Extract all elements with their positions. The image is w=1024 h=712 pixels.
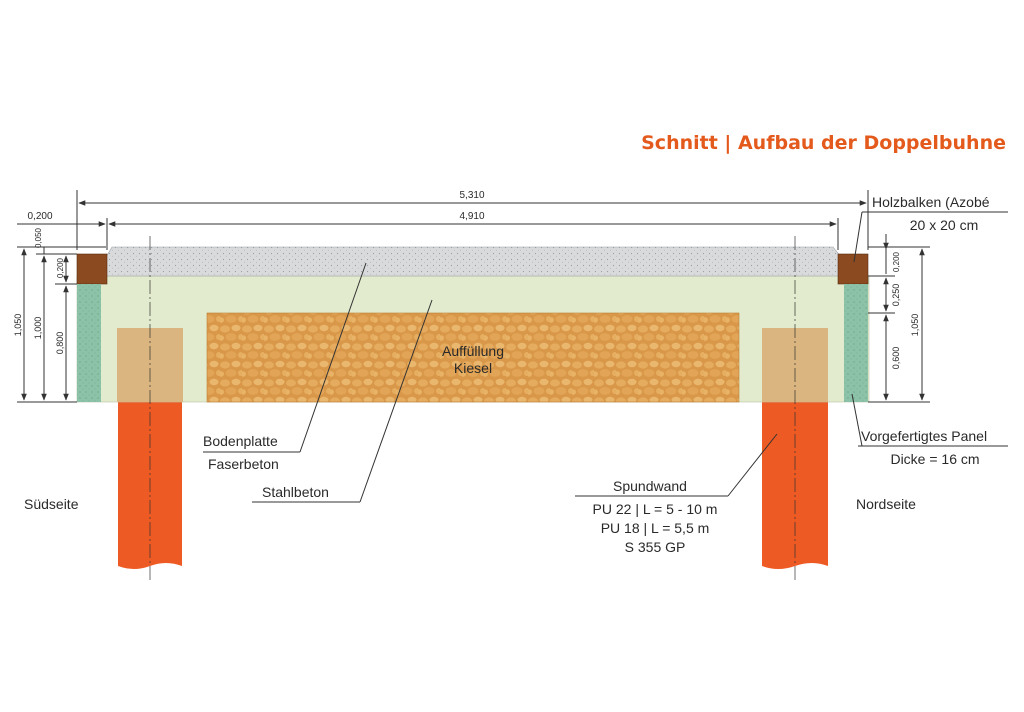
precast-panel-north (844, 284, 868, 402)
dim-right-total: 1,050 (910, 314, 920, 337)
precast-panel-south (77, 284, 101, 402)
dim-left-top: 0,050 (34, 227, 43, 248)
callout-stahlbeton: Stahlbeton (262, 484, 329, 500)
dim-left-mid: 1,000 (33, 317, 43, 340)
callout-panel-1: Vorgefertigtes Panel (861, 428, 987, 444)
side-label-north: Nordseite (856, 496, 916, 512)
callout-holzbalken-2: 20 x 20 cm (910, 217, 978, 233)
dim-total-width: 5,310 (459, 190, 484, 201)
dim-left-beam: 0,200 (56, 257, 65, 278)
callout-spundwand-4: S 355 GP (625, 539, 686, 555)
callout-panel-2: Dicke = 16 cm (890, 451, 979, 467)
dim-left-offset: 0,200 (27, 211, 52, 222)
callout-spundwand-2: PU 22 | L = 5 - 10 m (593, 501, 718, 517)
floor-slab-fibre-concrete (105, 246, 842, 277)
dim-left-panel: 0,800 (55, 332, 65, 355)
dim-right-beam: 0,200 (892, 251, 901, 272)
fill-label-1: Auffüllung (442, 343, 504, 359)
dim-right-lower: 0,600 (891, 347, 901, 370)
fill-label-2: Kiesel (454, 360, 492, 376)
dim-right-upper: 0,250 (891, 284, 901, 307)
callout-spundwand-1: Spundwand (613, 478, 687, 494)
drawing-title: Schnitt | Aufbau der Doppelbuhne (641, 132, 1006, 154)
gravel-fill (206, 312, 740, 403)
dim-left-total: 1,050 (13, 314, 23, 337)
side-label-south: Südseite (24, 496, 79, 512)
timber-beam-north (837, 253, 869, 285)
callout-bodenplatte-1: Bodenplatte (203, 433, 278, 449)
callout-spundwand-3: PU 18 | L = 5,5 m (601, 520, 710, 536)
callout-bodenplatte-2: Faserbeton (208, 456, 279, 472)
timber-beam-south (76, 253, 108, 285)
callout-holzbalken-1: Holzbalken (Azobé (872, 194, 990, 210)
dim-inner-width: 4,910 (459, 211, 484, 222)
